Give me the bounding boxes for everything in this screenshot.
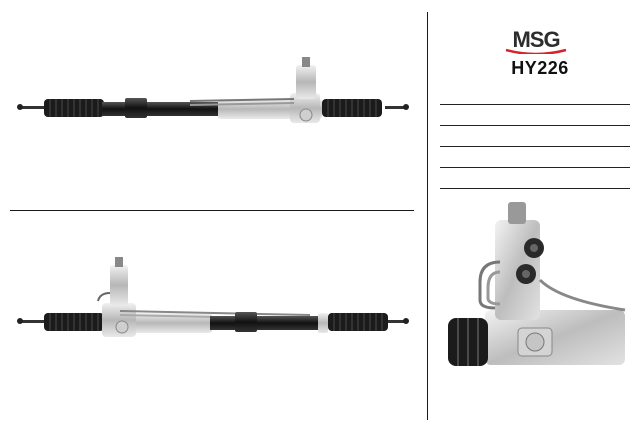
part-number: HY226 (511, 58, 569, 78)
spec-line (440, 167, 630, 168)
steering-rack-bottom-image (17, 257, 409, 337)
vertical-divider (427, 12, 428, 420)
spec-line (440, 104, 630, 105)
msg-logo: MSG (505, 27, 567, 54)
logo-text: MSG (512, 27, 559, 52)
valve-detail-image (448, 202, 626, 366)
horizontal-divider (10, 210, 414, 211)
spec-line (440, 125, 630, 126)
steering-rack-top-image (17, 57, 409, 123)
spec-line (440, 188, 630, 189)
spec-line (440, 146, 630, 147)
logo-swoosh (505, 48, 567, 54)
